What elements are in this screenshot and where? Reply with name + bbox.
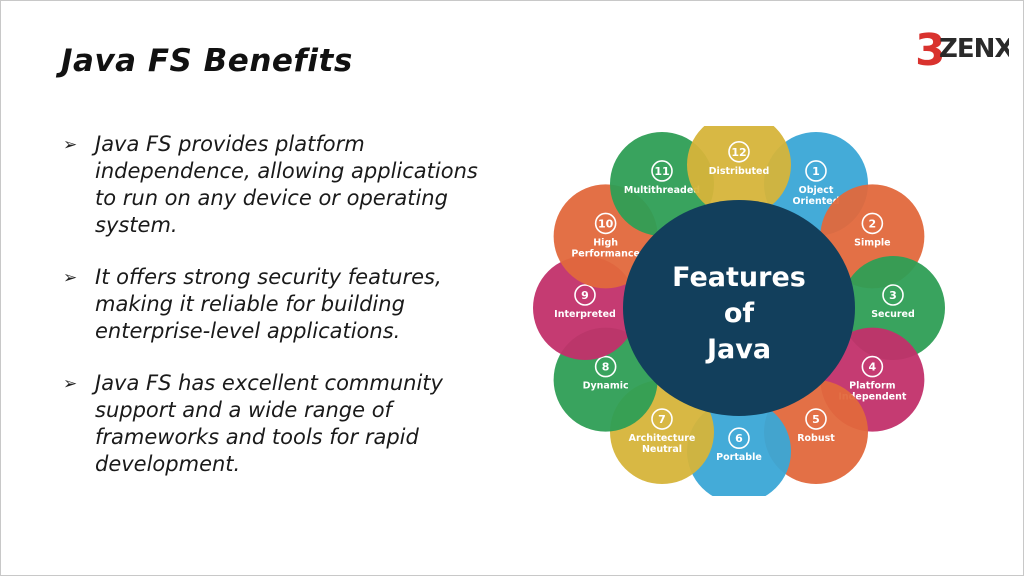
petal-label: Distributed	[709, 166, 770, 177]
petal-number: 10	[598, 217, 614, 230]
logo-number: 3	[915, 25, 946, 75]
petal-label: Multithreaded	[624, 185, 700, 196]
petal-number: 5	[812, 413, 820, 426]
petal-number: 11	[654, 165, 669, 178]
bullet-item: ➢ Java FS provides platform independence…	[63, 131, 493, 239]
petal-label: Dynamic	[583, 381, 629, 392]
number-badge	[861, 355, 884, 378]
number-badge	[728, 140, 750, 163]
petal-number: 8	[602, 361, 610, 374]
bullet-item: ➢ It offers strong security features, ma…	[63, 264, 493, 345]
number-badge	[882, 284, 904, 306]
features-wheel-diagram: 1ObjectOriented2Simple3Secured4PlatformI…	[533, 126, 945, 496]
petal-label: Performance	[571, 248, 640, 259]
petal-label: Secured	[871, 309, 915, 320]
petal-label: Architecture	[629, 433, 696, 444]
bullet-text: Java FS provides platform independence, …	[95, 132, 478, 237]
petal-label: Oriented	[792, 196, 839, 207]
petal-label: Interpreted	[554, 309, 616, 320]
zenx-logo: 3 ZENX	[915, 25, 1009, 75]
bullet-text: It offers strong security features, maki…	[95, 265, 442, 343]
petal-number: 12	[731, 146, 746, 159]
arrow-right-icon: ➢	[63, 135, 78, 155]
petal-number: 9	[581, 289, 589, 302]
center-title-line: Java	[705, 334, 771, 365]
center-title-line: of	[724, 298, 755, 329]
bullet-item: ➢ Java FS has excellent community suppor…	[63, 370, 493, 478]
logo-text: ZENX	[939, 34, 1009, 64]
number-badge	[651, 408, 673, 430]
number-badge	[805, 408, 827, 430]
number-badge	[594, 212, 617, 235]
petal-number: 2	[869, 217, 877, 230]
petal-label: Neutral	[642, 444, 682, 455]
slide-title: Java FS Benefits	[61, 43, 353, 79]
petal-label: Independent	[838, 392, 907, 403]
petal-label: Platform	[849, 381, 896, 392]
number-badge	[651, 160, 673, 182]
number-badge	[574, 284, 596, 306]
petal-number: 1	[812, 165, 820, 178]
petal-number: 3	[889, 289, 897, 302]
arrow-right-icon: ➢	[63, 374, 78, 394]
center-title-line: Features	[672, 262, 806, 293]
arrow-right-icon: ➢	[63, 268, 78, 288]
center-circle	[623, 200, 855, 416]
petal-number: 7	[658, 413, 666, 426]
petal-circle	[687, 126, 791, 217]
petal-label: Simple	[854, 237, 891, 248]
petal-label: High	[593, 237, 618, 248]
number-badge	[805, 160, 827, 182]
bullet-text: Java FS has excellent community support …	[95, 371, 443, 476]
bullet-list: ➢ Java FS provides platform independence…	[63, 131, 493, 503]
number-badge	[594, 355, 617, 378]
petal-label: Object	[799, 185, 834, 196]
petal-number: 4	[869, 361, 877, 374]
number-badge	[728, 427, 750, 450]
number-badge	[861, 212, 884, 235]
petal-label: Portable	[716, 452, 762, 463]
petal-label: Robust	[797, 433, 835, 444]
petal-number: 6	[735, 432, 743, 445]
